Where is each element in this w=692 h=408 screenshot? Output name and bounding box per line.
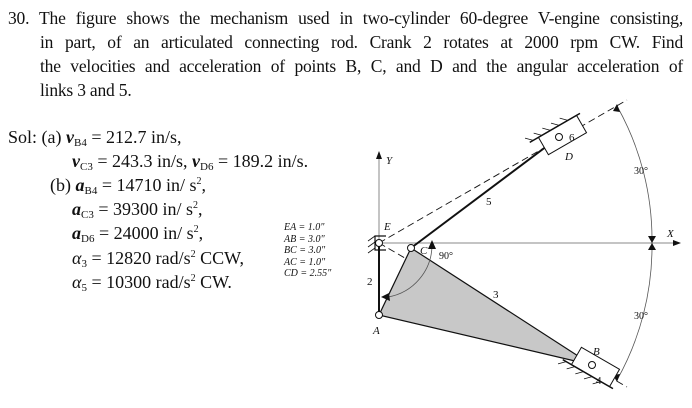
pin-C (407, 244, 415, 252)
label-crank-angle: 90° (439, 251, 453, 262)
subscript: 5 (81, 282, 87, 294)
label-E: E (383, 221, 391, 233)
pin-E (375, 239, 383, 247)
problem-line: the velocities and acceleration of point… (40, 56, 683, 76)
solution-aC3: aC3 = 39300 in/ s2, (72, 198, 203, 226)
pin-A (375, 311, 383, 319)
tail: , (198, 223, 204, 243)
subscript: D6 (81, 233, 95, 245)
value: = 243.3 in/s, (97, 151, 188, 171)
label-D: D (564, 151, 573, 163)
solution-aB4: (b) aB4 = 14710 in/ s2, (50, 174, 206, 202)
dimension-BC: BC = 3.0" (284, 245, 326, 256)
superscript: 2 (193, 200, 199, 211)
superscript: 2 (193, 224, 199, 235)
symbol: v (66, 127, 74, 147)
symbol: v (192, 151, 201, 171)
problem-line: 30. The figure shows the mechanism used … (8, 8, 683, 28)
symbol: a (72, 223, 81, 243)
label-link-4: 4 (596, 375, 602, 387)
tail: , (198, 199, 203, 219)
value: = 14710 in/ s (101, 175, 197, 195)
symbol: a (72, 199, 81, 219)
problem-line: links 3 and 5. (40, 80, 132, 100)
dimension-list: EA = 1.0" AB = 3.0" BC = 3.0" AC = 1.0" … (284, 222, 331, 280)
link-3 (378, 247, 593, 366)
solution-aD6: aD6 = 24000 in/ s2, (72, 222, 203, 250)
label-X: X (666, 228, 675, 240)
symbol: α (72, 272, 82, 292)
subscript: C3 (80, 161, 93, 173)
subscript: 3 (81, 258, 87, 270)
value: = 189.2 in/s. (217, 151, 309, 171)
label-link-2: 2 (367, 276, 373, 288)
dimension-EA: EA = 1.0" (284, 222, 325, 233)
upper-cylinder-axis (378, 99, 628, 244)
tail: CCW, (195, 248, 244, 268)
link-5 (410, 136, 560, 249)
value: = 12820 rad/s (91, 248, 191, 268)
symbol: a (75, 175, 85, 195)
solution-alpha5: α5 = 10300 rad/s2 CW. (72, 271, 232, 299)
crank-angle-arrowheads (381, 240, 436, 301)
label-upper-angle: 30° (634, 166, 648, 177)
superscript: 2 (190, 273, 196, 284)
label-link-3: 3 (493, 289, 499, 301)
solution-alpha3: α3 = 12820 rad/s2 CCW, (72, 247, 244, 275)
sol-prefix: Sol: (a) (8, 127, 62, 147)
label-C: C (420, 245, 428, 257)
pin-D (555, 133, 563, 141)
superscript: 2 (196, 176, 202, 187)
subscript: B4 (84, 185, 98, 197)
dimension-AB: AB = 3.0" (284, 233, 325, 245)
value: = 24000 in/ s (98, 223, 194, 243)
part-b-label: (b) (50, 175, 71, 195)
tail: CW. (195, 272, 232, 292)
pin-B (588, 361, 596, 369)
crank-angle-arc (387, 244, 433, 298)
symbol: α (72, 248, 82, 268)
solution-vB4: Sol: (a) vB4 = 212.7 in/s, (8, 126, 182, 154)
label-lower-angle: 30° (634, 311, 648, 322)
superscript: 2 (190, 249, 196, 260)
solution-vC3-vD6: vC3 = 243.3 in/s, vD6 = 189.2 in/s. (72, 150, 308, 178)
value: = 39300 in/ s (98, 199, 194, 219)
slider-4 (557, 346, 621, 390)
subscript: B4 (74, 137, 87, 149)
label-Y: Y (386, 155, 394, 167)
dimension-CD: CD = 2.55" (284, 268, 332, 279)
tail: , (201, 175, 207, 195)
dimension-AC: AC = 1.0" (284, 256, 326, 268)
label-link-6: 6 (569, 132, 575, 144)
label-link-5: 5 (486, 196, 492, 208)
label-B: B (593, 346, 600, 358)
lower-angle-arc (616, 242, 653, 381)
subscript: D6 (200, 161, 214, 173)
label-A: A (372, 325, 380, 337)
upper-angle-arc (616, 105, 653, 244)
value: = 212.7 in/s, (91, 127, 182, 147)
subscript: C3 (81, 209, 94, 221)
slider-6 (524, 112, 588, 156)
symbol: v (72, 151, 80, 171)
problem-line: in part, of an articulated connecting ro… (40, 32, 683, 52)
value: = 10300 rad/s (91, 272, 191, 292)
